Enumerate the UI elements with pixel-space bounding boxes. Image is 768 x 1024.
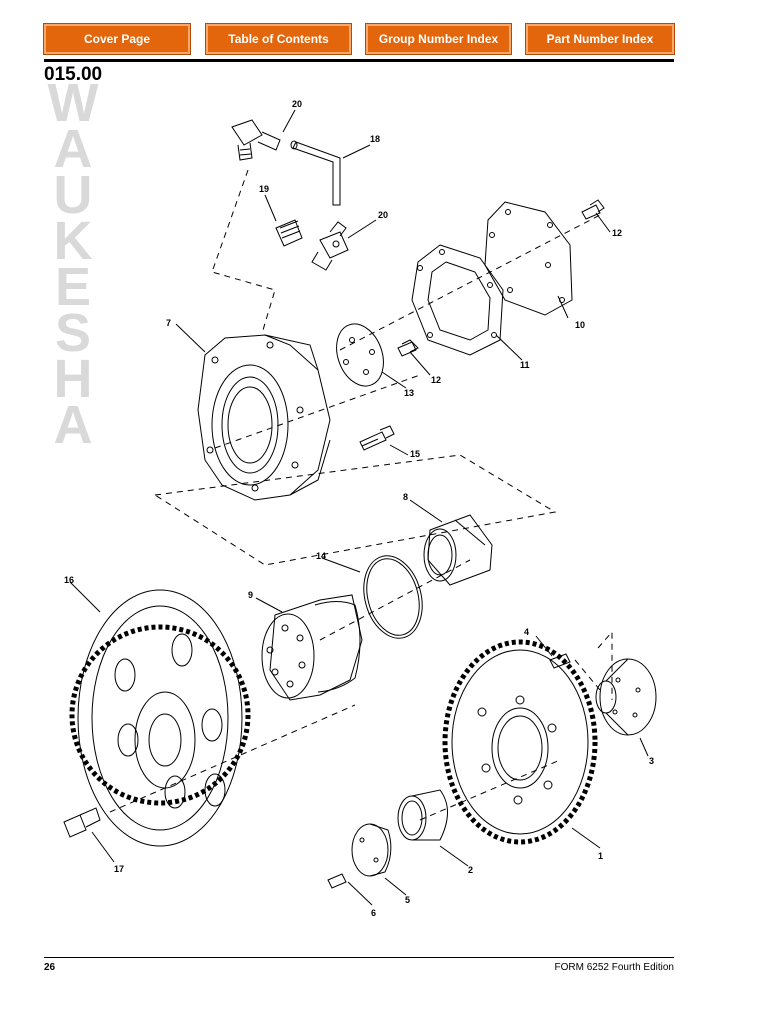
part-o-ring	[363, 555, 423, 639]
callout-5: 5	[405, 895, 410, 905]
part-bushing-lower	[397, 789, 448, 841]
callout-12-top: 12	[612, 228, 622, 238]
header-rule	[44, 59, 674, 62]
callout-1: 1	[598, 851, 603, 861]
nav-bar: Cover Page Table of Contents Group Numbe…	[43, 23, 675, 56]
part-bolt-long	[359, 425, 395, 451]
callout-9: 9	[248, 590, 253, 600]
part-hub	[261, 594, 363, 701]
form-edition: FORM 6252 Fourth Edition	[554, 962, 675, 973]
watermark-letter: S	[54, 303, 92, 363]
callout-14: 14	[316, 551, 326, 561]
part-housing	[197, 334, 331, 501]
part-elbow-fitting-upper	[231, 119, 281, 161]
watermark-letter: K	[53, 211, 93, 271]
callout-4: 4	[524, 627, 529, 637]
page-number: 26	[44, 962, 56, 973]
part-cover-plate-small	[336, 323, 384, 387]
part-bolt-large	[63, 807, 101, 838]
part-large-gear	[69, 589, 251, 847]
callout-17: 17	[114, 864, 124, 874]
callout-13: 13	[404, 388, 414, 398]
callout-19: 19	[259, 184, 269, 194]
part-thrust-plate	[351, 823, 392, 877]
watermark-letter: W	[47, 73, 99, 133]
callout-7: 7	[166, 318, 171, 328]
part-cover-plate	[484, 201, 573, 316]
watermark-letter: A	[53, 395, 93, 455]
callout-2: 2	[468, 865, 473, 875]
part-gasket	[411, 244, 504, 356]
part-bushing-upper	[423, 514, 493, 586]
callout-12-mid: 12	[431, 375, 441, 385]
watermark-letter: H	[53, 349, 93, 409]
footer-rule	[44, 957, 674, 958]
part-elbow-fitting-lower	[311, 221, 349, 271]
part-number-index-button[interactable]: Part Number Index	[525, 23, 675, 55]
cover-page-button[interactable]: Cover Page	[43, 23, 191, 55]
callout-labels: 20 18 19 20 12 10 11 12 13 7 15 8 14 9 1…	[64, 99, 654, 918]
part-bolt-mid	[397, 339, 419, 357]
watermark-letter: E	[54, 257, 92, 317]
callout-20-lower: 20	[378, 210, 388, 220]
leader-lines	[69, 109, 649, 906]
callout-20-upper: 20	[292, 99, 302, 109]
part-bent-tube	[290, 140, 341, 206]
callout-10: 10	[575, 320, 585, 330]
callout-3: 3	[649, 756, 654, 766]
group-number: 015.00	[44, 64, 103, 85]
callout-16: 16	[64, 575, 74, 585]
callout-6: 6	[371, 908, 376, 918]
part-screw	[549, 653, 571, 669]
callout-18: 18	[370, 134, 380, 144]
assembly-lines	[109, 169, 613, 821]
part-small-gear	[442, 639, 598, 845]
callout-8: 8	[403, 492, 408, 502]
watermark-letter: A	[53, 119, 93, 179]
part-flange	[595, 658, 657, 736]
table-of-contents-button[interactable]: Table of Contents	[205, 23, 352, 55]
callout-11: 11	[520, 360, 530, 370]
callout-15: 15	[410, 449, 420, 459]
part-bolt-top	[581, 199, 605, 220]
part-plug	[275, 219, 303, 247]
part-screw-small	[327, 873, 347, 889]
group-number-index-button[interactable]: Group Number Index	[365, 23, 512, 55]
watermark-letter: U	[53, 165, 93, 225]
